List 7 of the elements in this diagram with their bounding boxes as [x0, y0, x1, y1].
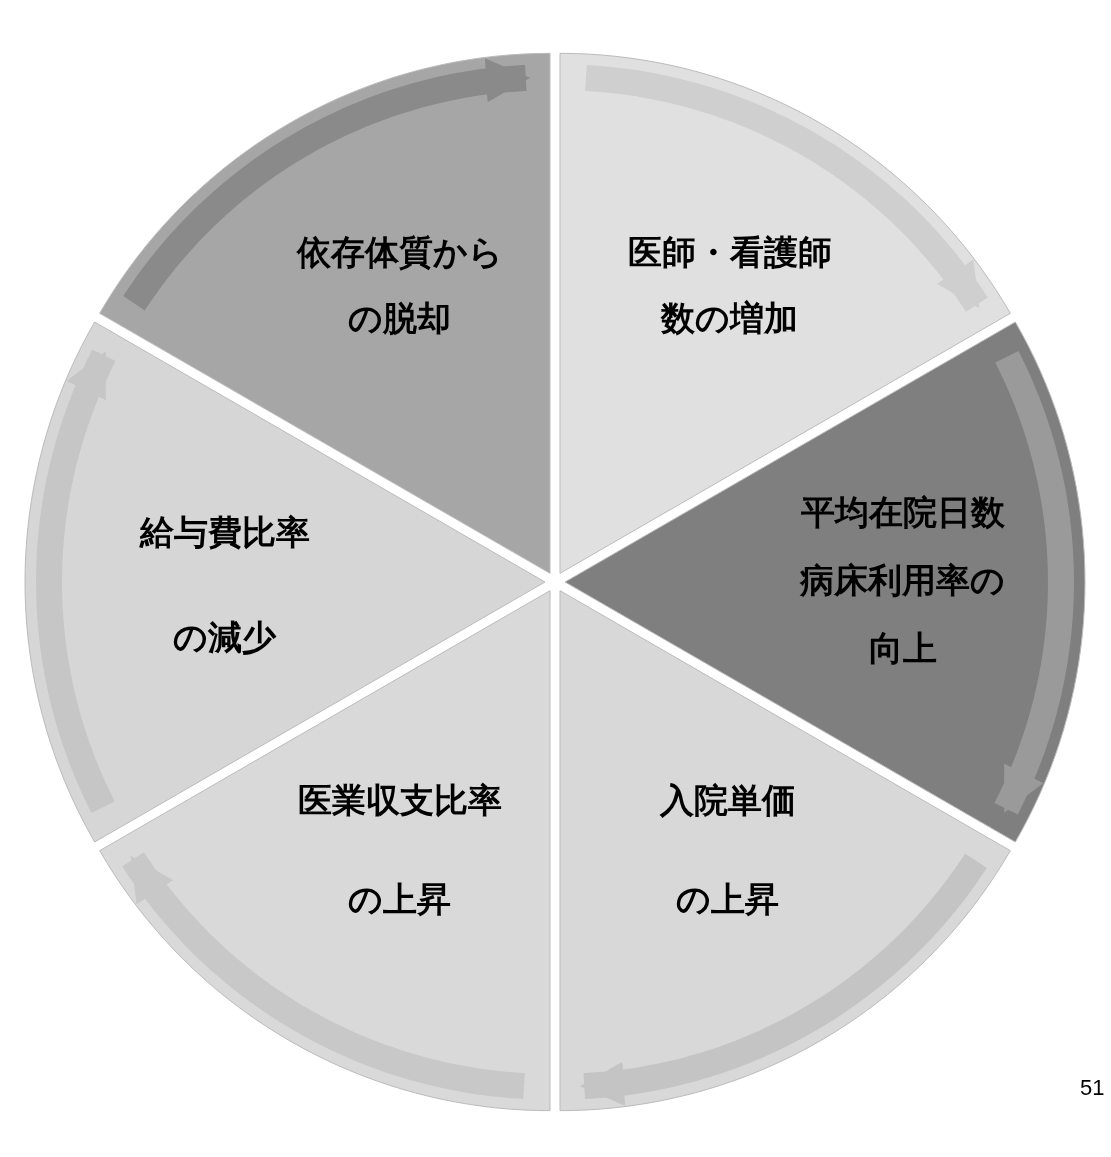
slice-label: 医業収支比率の上昇 — [297, 779, 503, 921]
slice-label: 入院単価の上昇 — [659, 779, 797, 921]
slice-label: 給与費比率の減少 — [138, 510, 311, 659]
slice-label: 依存体質からの脱却 — [295, 230, 504, 340]
slice-label: 平均在院日数病床利用率の向上 — [799, 491, 1007, 670]
page-number: 51 — [1080, 1075, 1105, 1101]
slice-label: 医師・看護師数の増加 — [627, 230, 833, 340]
